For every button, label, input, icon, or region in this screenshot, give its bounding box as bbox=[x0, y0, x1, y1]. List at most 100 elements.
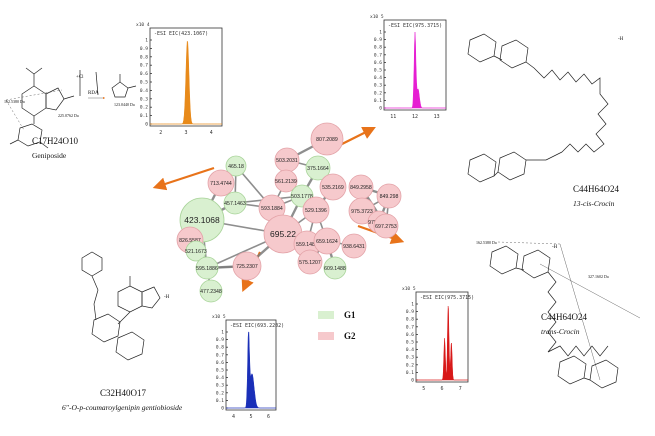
eic-trace bbox=[150, 40, 222, 125]
eic-y-tick-label: 0.3 bbox=[140, 96, 148, 102]
eic-spectra: -ESI EIC(423.1067)x10 410.90.80.70.60.50… bbox=[136, 14, 474, 420]
network-node-circle bbox=[348, 197, 376, 225]
network-node-label: 595.1886 bbox=[196, 266, 218, 272]
network-node-circle bbox=[232, 251, 262, 281]
network-node-circle bbox=[302, 196, 330, 224]
network-node-label: 375.1664 bbox=[307, 166, 329, 172]
network-node-label: 457.1463 bbox=[224, 201, 246, 207]
network-node: 697.2753 bbox=[373, 213, 399, 239]
network-node-circle bbox=[297, 249, 323, 275]
eic-x-tick-label: 13 bbox=[434, 114, 440, 120]
eic-y-tick-label: 0.5 bbox=[140, 80, 148, 86]
eic-scale-label: x10 5 bbox=[370, 14, 384, 20]
eic-scale-label: x10 5 bbox=[212, 314, 226, 320]
eic-y-tick-label: 0.6 bbox=[374, 60, 382, 66]
eic-y-tick-label: 1 bbox=[379, 30, 382, 36]
legend-swatch-g1 bbox=[318, 311, 334, 319]
network-node: 595.1886 bbox=[195, 256, 219, 280]
trans-crocin-name: trans-Crocin bbox=[541, 327, 580, 336]
network-node-label: 659.1624 bbox=[316, 239, 338, 245]
eic-y-tick-label: 0.7 bbox=[374, 52, 382, 58]
cis-crocin-formula: C44H64O24 bbox=[573, 184, 620, 194]
eic-y-tick-label: 0.9 bbox=[140, 46, 148, 52]
geniposide-fragment-2: 225.0762 Da bbox=[58, 113, 79, 118]
network-node: 575.1207 bbox=[297, 249, 323, 275]
eic-y-tick-label: 0.9 bbox=[406, 309, 414, 315]
network-node: 465.18 bbox=[225, 155, 247, 177]
cis-crocin-bracket: -H bbox=[618, 37, 624, 42]
network-node-label: 521.1673 bbox=[185, 249, 207, 255]
geniposide-fragment-3: 123.0440 Da bbox=[114, 102, 135, 107]
eic-y-tick-label: 1 bbox=[145, 38, 148, 44]
arrow-to-cis-crocin-eic bbox=[337, 127, 376, 147]
network-node-circle bbox=[195, 256, 219, 280]
eic-panel: -ESI EIC(975.3715)x10 510.90.80.70.60.50… bbox=[402, 286, 474, 392]
network-node-circle bbox=[313, 227, 341, 255]
eic-y-tick-label: 0.6 bbox=[216, 360, 224, 366]
eic-y-tick-label: 0.3 bbox=[216, 383, 224, 389]
eic-y-tick-label: 0.5 bbox=[374, 68, 382, 74]
trans-crocin-structure bbox=[489, 241, 641, 389]
eic-x-tick-label: 11 bbox=[390, 114, 396, 120]
network-node-label: 503.2031 bbox=[276, 158, 298, 164]
network-node-circle bbox=[373, 213, 399, 239]
network-node-label: 725.2307 bbox=[236, 264, 258, 270]
eic-x-tick-label: 5 bbox=[422, 386, 425, 392]
eic-y-tick-label: 0 bbox=[145, 122, 148, 128]
network-node-circle bbox=[305, 155, 331, 181]
network-node-label: 609.1488 bbox=[324, 266, 346, 272]
network-node-label: 849.298 bbox=[380, 194, 399, 200]
eic-x-tick-label: 6 bbox=[440, 386, 443, 392]
network-node: 521.1673 bbox=[185, 240, 207, 262]
network-node-circle bbox=[376, 183, 402, 209]
network-node-circle bbox=[323, 256, 347, 280]
eic-y-tick-label: 0.2 bbox=[140, 105, 148, 111]
eic-x-tick-label: 4 bbox=[232, 414, 235, 420]
eic-y-tick-label: 0.8 bbox=[406, 317, 414, 323]
network-node-circle bbox=[274, 169, 298, 193]
network-node-label: 938.6431 bbox=[343, 244, 365, 250]
eic-x-tick-label: 3 bbox=[184, 130, 187, 136]
eic-x-tick-label: 2 bbox=[159, 130, 162, 136]
eic-y-tick-label: 0.1 bbox=[216, 398, 224, 404]
network-node-label: 849.2958 bbox=[350, 185, 372, 191]
network-node-label: 535.2169 bbox=[322, 185, 344, 191]
eic-y-tick-label: 0.8 bbox=[140, 54, 148, 60]
eic-y-tick-label: 0.6 bbox=[406, 332, 414, 338]
eic-scale-label: x10 5 bbox=[402, 286, 416, 292]
network-node-label: 561.2139 bbox=[275, 179, 297, 185]
coumaroyl-bracket: -H bbox=[164, 295, 170, 300]
eic-y-tick-label: 0.4 bbox=[140, 88, 148, 94]
eic-y-tick-label: 0.3 bbox=[374, 83, 382, 89]
eic-header: -ESI EIC(975.3715) bbox=[388, 23, 442, 29]
eic-y-tick-label: 0.1 bbox=[374, 98, 382, 104]
eic-y-tick-label: 0.4 bbox=[216, 375, 224, 381]
coumaroyl-formula: C32H40O17 bbox=[100, 388, 147, 398]
network-node-label: 477.2348 bbox=[200, 289, 222, 295]
eic-y-tick-label: 0.8 bbox=[216, 345, 224, 351]
network-node: 849.298 bbox=[376, 183, 402, 209]
eic-y-tick-label: 0.7 bbox=[406, 324, 414, 330]
network-node-label: 465.18 bbox=[228, 164, 244, 170]
network-node: 713.4744 bbox=[207, 169, 235, 197]
network-node-label: 575.1207 bbox=[299, 260, 321, 266]
network-node: 561.2139 bbox=[274, 169, 298, 193]
network-node-label: 695.22 bbox=[270, 229, 296, 239]
eic-y-tick-label: 0.4 bbox=[406, 347, 414, 353]
network-node-label: 713.4744 bbox=[210, 181, 232, 187]
eic-scale-label: x10 4 bbox=[136, 22, 150, 28]
eic-panel: -ESI EIC(423.1067)x10 410.90.80.70.60.50… bbox=[136, 22, 223, 136]
eic-y-tick-label: 0.6 bbox=[140, 71, 148, 77]
eic-trace bbox=[384, 31, 446, 109]
network-node-circle bbox=[199, 279, 223, 303]
cis-crocin-name: 13-cis-Crocin bbox=[573, 199, 615, 208]
eic-trace bbox=[416, 306, 468, 381]
eic-y-tick-label: 0.9 bbox=[374, 37, 382, 43]
network-node: 975.3723 bbox=[348, 197, 376, 225]
network-node-label: 423.1068 bbox=[184, 215, 220, 225]
network-node: 457.1463 bbox=[223, 191, 247, 215]
eic-y-tick-label: 0.7 bbox=[140, 63, 148, 69]
eic-x-tick-label: 7 bbox=[459, 386, 462, 392]
geniposide-name: Geniposide bbox=[32, 151, 67, 160]
network-node: 535.2169 bbox=[319, 173, 347, 201]
